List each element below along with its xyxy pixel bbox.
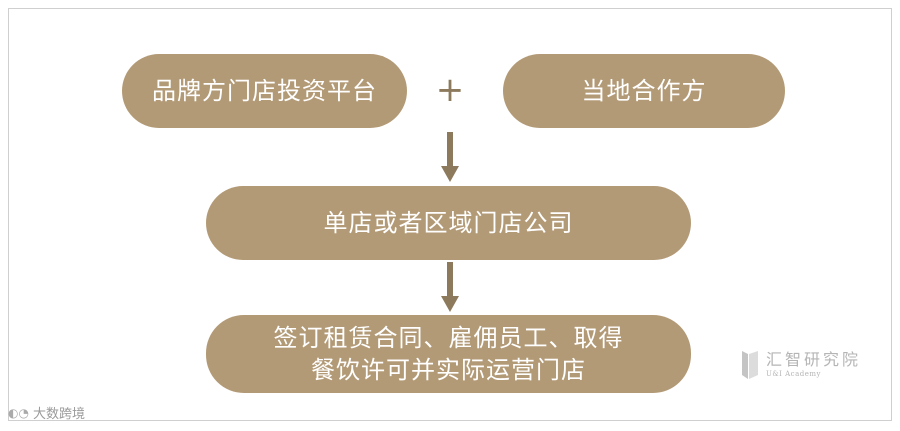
watermark-left: ◐◔ 大数跨境	[8, 403, 85, 423]
academy-logo-icon	[742, 350, 758, 379]
watermark-logo-icon: ◐◔	[8, 405, 29, 420]
node-store-company: 单店或者区域门店公司	[206, 186, 691, 260]
node-investment-platform-label: 品牌方门店投资平台	[152, 77, 377, 105]
watermark-left-text: 大数跨境	[32, 407, 85, 422]
node-store-operation-line1: 签订租赁合同、雇佣员工、取得	[273, 324, 624, 352]
diagram-frame	[8, 8, 892, 421]
node-local-partner-label: 当地合作方	[581, 77, 707, 105]
node-store-operation-line2: 餐饮许可并实际运营门店	[311, 356, 586, 384]
watermark-right: 汇智研究院 U&I Academy	[742, 350, 861, 379]
node-store-company-label: 单店或者区域门店公司	[323, 209, 574, 237]
plus-sign: +	[435, 70, 465, 110]
node-store-operation: 签订租赁合同、雇佣员工、取得 餐饮许可并实际运营门店	[206, 315, 691, 393]
watermark-right-cn: 汇智研究院	[766, 350, 862, 369]
watermark-right-en: U&I Academy	[766, 370, 821, 378]
down-arrow-icon	[441, 262, 459, 312]
node-investment-platform: 品牌方门店投资平台	[122, 54, 407, 128]
down-arrow-icon	[441, 132, 459, 182]
node-local-partner: 当地合作方	[503, 54, 785, 128]
